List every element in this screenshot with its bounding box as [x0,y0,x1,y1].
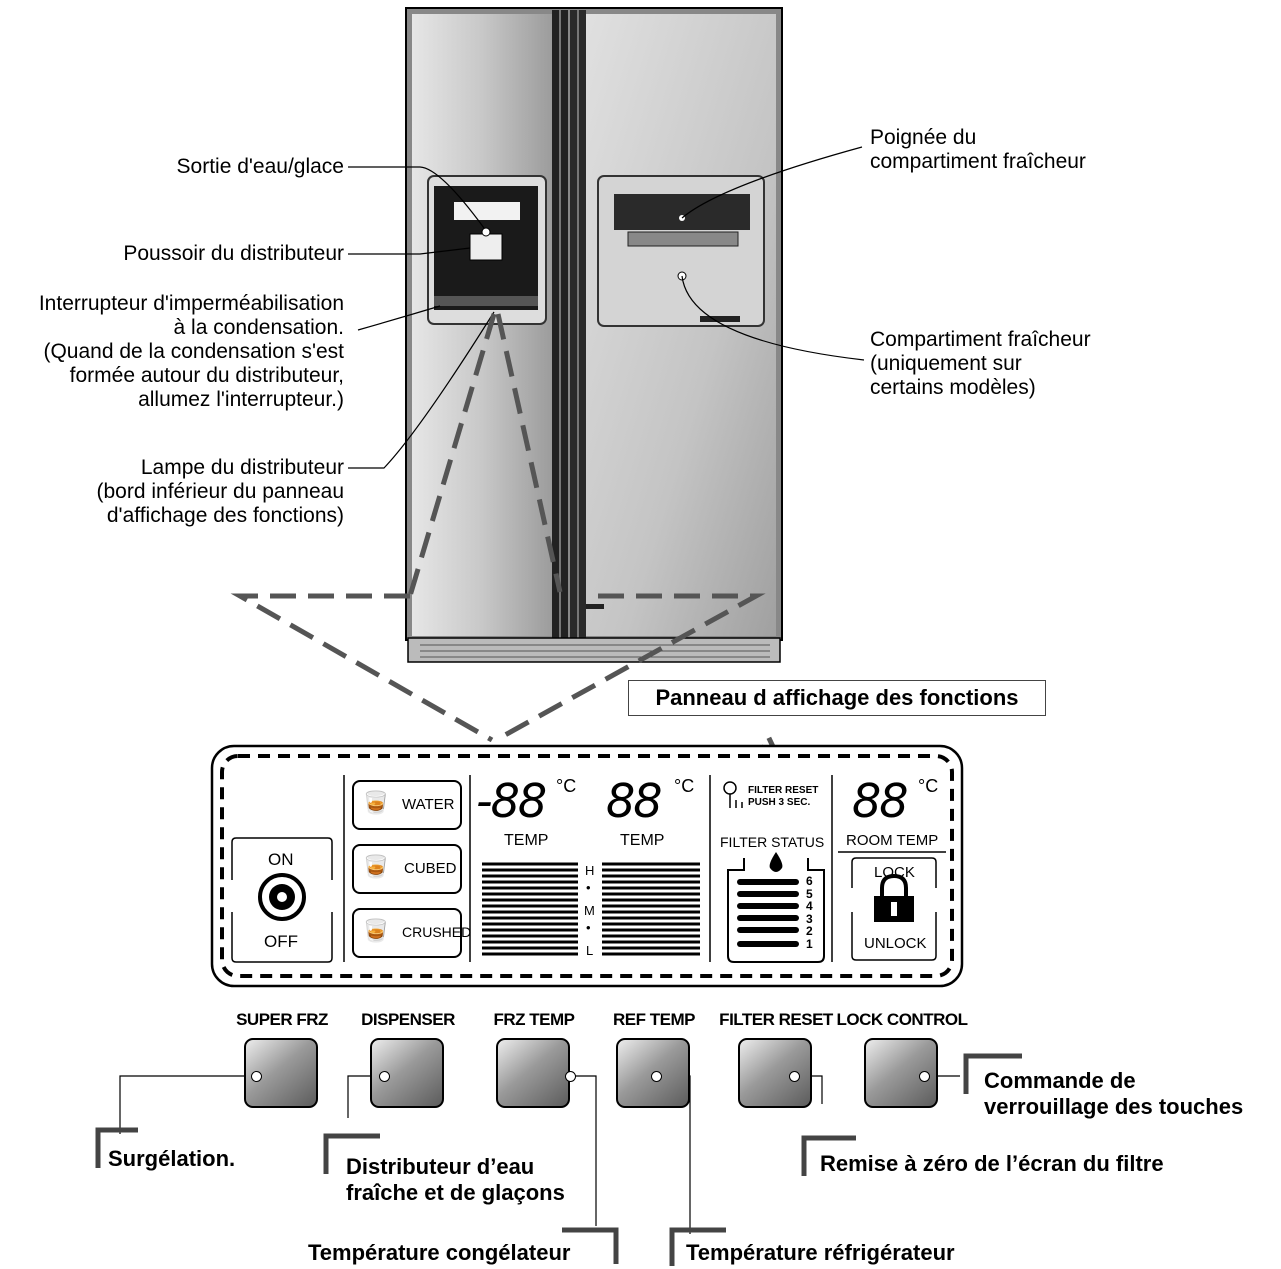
cubed-ice-icon: 🥃 [362,854,390,879]
callout-lock-control: Commande de verrouillage des touches [984,1068,1244,1119]
mode-water-label: WATER [402,796,455,813]
mode-water: 🥃 WATER [352,780,462,830]
callout-filter-reset: Remise à zéro de l’écran du filtre [820,1151,1164,1176]
filter-push-text: PUSH 3 SEC. [748,797,811,808]
lock-label: LOCK [874,864,915,881]
mode-cubed-label: CUBED [404,860,457,877]
lock-indicator [838,851,946,961]
leader-lines-right [681,146,865,361]
super-frz-label: SUPER FRZ [236,1010,328,1029]
filter-status-gauge [723,781,825,963]
filter-reset-button[interactable] [738,1038,812,1108]
unlock-label: UNLOCK [864,935,927,952]
filter-level-1: 1 [806,937,813,951]
frz-temp-button[interactable] [496,1038,570,1108]
freezer-temp-label: TEMP [504,832,549,849]
super-frz-dot [251,1071,262,1082]
filter-level-5: 5 [806,887,813,901]
filter-reset-label: FILTER RESET [719,1010,833,1029]
off-label: OFF [264,932,298,951]
dispenser-label: DISPENSER [361,1010,455,1029]
level-m: M [584,903,595,918]
ref-temp-dot [651,1071,662,1082]
freezer-temp-display: -88 [476,774,547,828]
filter-level-3: 3 [806,912,813,926]
fridge-unit: °C [674,776,695,796]
filter-level-4: 4 [806,899,813,913]
label-condensation-switch: Interrupteur d'imperméabilisation à la c… [38,292,344,411]
ref-temp-label: REF TEMP [613,1010,695,1029]
projection-lines [230,313,787,772]
mode-crushed: 🥃 CRUSHED [352,908,471,958]
level-h: H [585,863,595,878]
filter-level-6: 6 [806,874,813,888]
lock-control-label: LOCK CONTROL [836,1010,968,1029]
mode-cubed: 🥃 CUBED [352,844,462,894]
fridge-temp-label: TEMP [620,832,665,849]
room-unit: °C [918,776,939,796]
room-temp-label: ROOM TEMP [846,832,939,849]
room-temp-display: 88 [852,774,909,828]
filter-reset-dot [789,1071,800,1082]
refrigerator [405,7,783,663]
level-dot-upper: • [586,880,591,895]
callout-dispenser: Distributeur d’eau fraîche et de glaçons [346,1154,565,1205]
on-off-fan-icon [231,837,333,963]
label-fresh-compartment-handle: Poignée du compartiment fraîcheur [870,126,1086,173]
fridge-temp-display: 88 [606,774,663,828]
callout-brackets [95,1053,1022,1266]
temp-level-bars [482,862,700,956]
water-glass-icon: 🥃 [362,790,390,815]
level-l: L [586,943,594,958]
lock-control-dot [919,1071,930,1082]
filter-level-2: 2 [806,924,813,938]
on-label: ON [268,850,294,869]
filter-reset-text: FILTER RESET [748,785,819,796]
callout-frz-temp: Température congélateur [308,1240,571,1265]
mode-crushed-label: CRUSHED [402,924,472,940]
crushed-ice-icon: 🥃 [362,918,390,943]
label-fresh-compartment: Compartiment fraîcheur (uniquement sur c… [870,328,1091,399]
panel-frame [210,744,964,988]
callout-ref-temp: Température réfrigérateur [686,1240,955,1265]
level-dot-lower: • [586,920,591,935]
frz-temp-label: FRZ TEMP [493,1010,576,1029]
callout-super-frz: Surgélation. [108,1146,236,1171]
dispenser-dot [379,1071,390,1082]
label-dispenser-lever: Poussoir du distributeur [123,242,344,265]
label-water-ice-outlet: Sortie d'eau/glace [176,155,344,178]
frz-temp-dot [565,1071,576,1082]
label-dispenser-lamp: Lampe du distributeur (bord inférieur du… [96,456,344,527]
filter-status-label: FILTER STATUS [720,834,825,850]
panel-title: Panneau d affichage des fonctions [628,680,1046,716]
freezer-unit: °C [556,776,577,796]
leader-lines-left [348,166,495,469]
